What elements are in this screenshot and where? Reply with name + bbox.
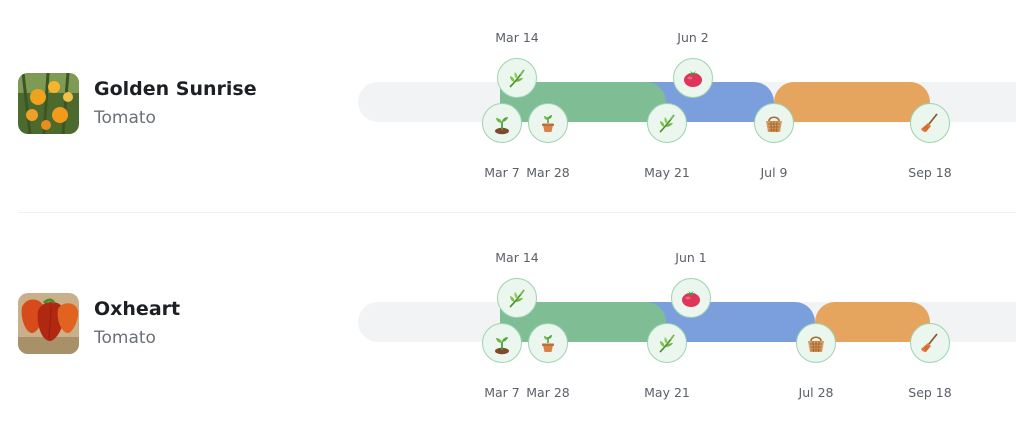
broom-icon[interactable] [910, 103, 950, 143]
potted-plant-icon[interactable] [528, 103, 568, 143]
basket-icon[interactable] [796, 323, 836, 363]
date-label: Mar 7 [484, 165, 520, 180]
basket-icon[interactable] [754, 103, 794, 143]
date-label: Mar 7 [484, 385, 520, 400]
tomato-icon[interactable] [671, 278, 711, 318]
plant-name: Oxheart [94, 298, 181, 320]
date-label: Jul 28 [798, 385, 834, 400]
date-label: May 21 [644, 385, 690, 400]
tomato-icon[interactable] [673, 58, 713, 98]
herb-icon[interactable] [647, 323, 687, 363]
date-label: Jun 2 [677, 30, 709, 45]
date-label: Mar 28 [526, 165, 570, 180]
date-label: Jul 9 [760, 165, 788, 180]
sprout-icon[interactable] [482, 103, 522, 143]
herb-icon[interactable] [497, 278, 537, 318]
potted-plant-icon[interactable] [528, 323, 568, 363]
row-divider [18, 212, 1016, 213]
date-label: Sep 18 [908, 165, 952, 180]
plant-type: Tomato [94, 328, 156, 348]
plant-name: Golden Sunrise [94, 78, 257, 100]
date-label: May 21 [644, 165, 690, 180]
date-label: Mar 14 [495, 250, 539, 265]
date-label: Mar 14 [495, 30, 539, 45]
plant-row[interactable]: Oxheart Tomato Mar 14 Jun 1 Mar 7 Mar 28… [0, 220, 1016, 420]
date-label: Mar 28 [526, 385, 570, 400]
date-label: Jun 1 [675, 250, 707, 265]
plant-thumbnail [18, 73, 79, 134]
sprout-icon[interactable] [482, 323, 522, 363]
plant-type: Tomato [94, 108, 156, 128]
plant-row[interactable]: Golden Sunrise Tomato Mar 14 Jun 2 Mar 7… [0, 0, 1016, 200]
herb-icon[interactable] [647, 103, 687, 143]
broom-icon[interactable] [910, 323, 950, 363]
herb-icon[interactable] [497, 58, 537, 98]
plant-thumbnail [18, 293, 79, 354]
harvest-phase-bar[interactable] [774, 82, 930, 122]
date-label: Sep 18 [908, 385, 952, 400]
